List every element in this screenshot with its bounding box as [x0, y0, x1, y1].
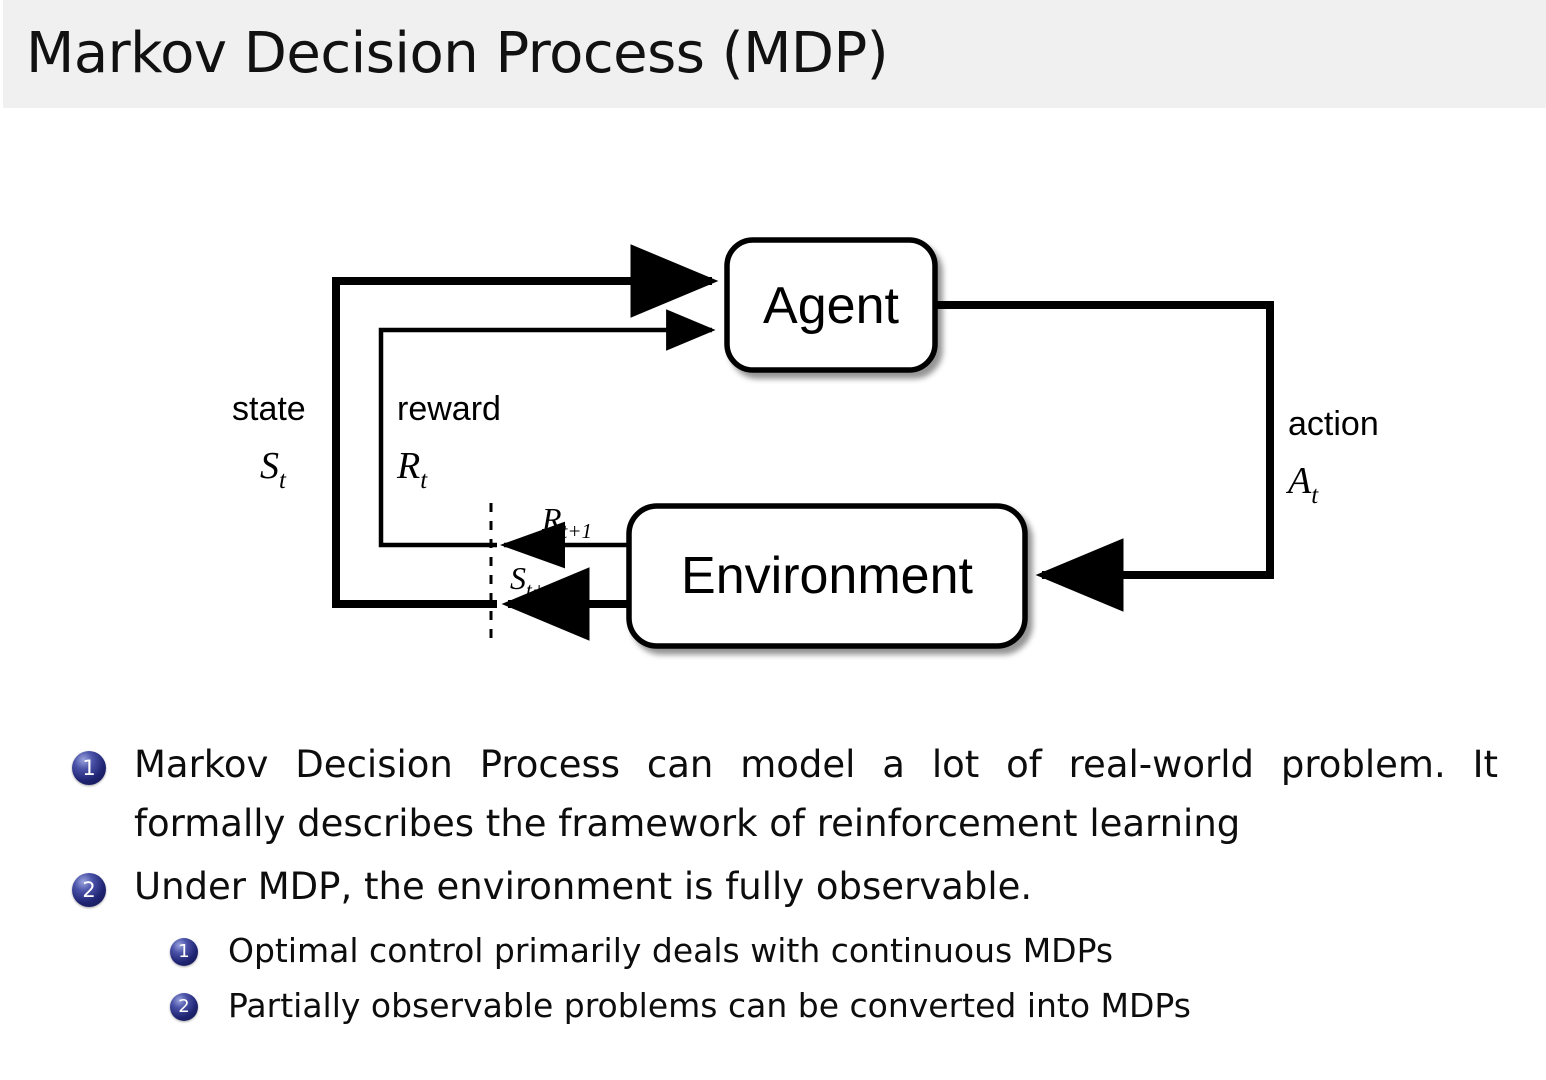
list-item: 2 Partially observable problems can be c…	[0, 979, 1546, 1032]
subbullet-text-2: Partially observable problems can be con…	[228, 986, 1191, 1025]
bullet-text-2: Under MDP, the environment is fully obse…	[134, 865, 1033, 908]
svg-text:state: state	[232, 390, 306, 428]
list-item: 1 Optimal control primarily deals with c…	[0, 924, 1546, 977]
next-reward-symbol: Rt+1	[541, 501, 592, 543]
action-flow-path	[935, 301, 1274, 612]
environment-box	[626, 503, 1028, 649]
sub-bullet-group: 1 Optimal control primarily deals with c…	[0, 924, 1546, 1032]
svg-text:reward: reward	[397, 390, 501, 428]
environment-node: Environment	[626, 503, 1028, 649]
agent-label: Agent	[763, 277, 899, 335]
svg-text:action: action	[1288, 405, 1379, 443]
bullet-content: 1 Markov Decision Process can model a lo…	[0, 735, 1546, 1034]
state-symbol: St	[260, 445, 287, 494]
next-state-symbol: St+1	[510, 560, 557, 602]
slide-header: Markov Decision Process (MDP)	[0, 0, 1546, 108]
action-symbol: At	[1285, 460, 1319, 509]
bullet-marker-1: 1	[72, 751, 106, 785]
state-flow-path	[332, 244, 719, 608]
mdp-diagram: Agent Environment state St reward Rt act…	[0, 108, 1546, 698]
state-flow-label: state St	[232, 390, 306, 494]
reward-symbol: Rt	[396, 445, 428, 494]
subbullet-marker-1: 1	[170, 938, 198, 966]
agent-node: Agent	[724, 237, 938, 373]
subbullet-marker-2: 2	[170, 993, 198, 1021]
list-item: 2 Under MDP, the environment is fully ob…	[0, 857, 1546, 916]
bullet-text-1: Markov Decision Process can model a lot …	[134, 743, 1498, 845]
action-flow-label: action At	[1285, 405, 1379, 509]
bullet-marker-2: 2	[72, 873, 106, 907]
page-title: Markov Decision Process (MDP)	[26, 21, 889, 86]
environment-label: Environment	[681, 547, 973, 605]
list-item: 1 Markov Decision Process can model a lo…	[0, 735, 1546, 853]
header-left-edge	[0, 0, 3, 108]
subbullet-text-1: Optimal control primarily deals with con…	[228, 931, 1114, 970]
reward-flow-label: reward Rt	[396, 390, 501, 494]
reward-flow-path	[378, 309, 716, 548]
